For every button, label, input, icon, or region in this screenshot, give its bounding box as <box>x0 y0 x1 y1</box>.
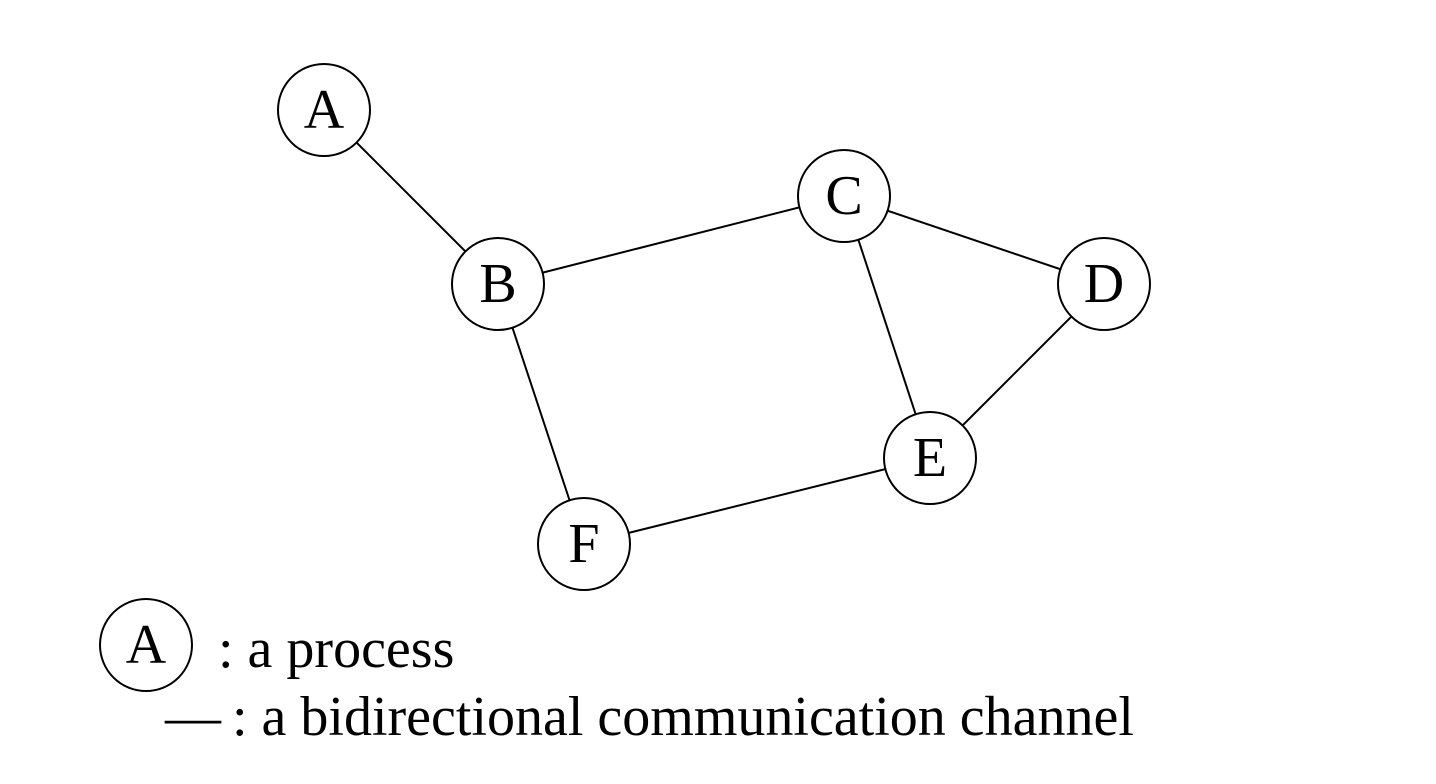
channel-edge-b-c <box>497 195 845 285</box>
process-node-label: A <box>304 79 345 141</box>
process-node-circle <box>451 237 545 331</box>
process-node-circle <box>537 497 631 591</box>
edges-layer <box>323 109 1105 545</box>
legend-process-text: : a process <box>218 618 454 680</box>
process-node-circle <box>277 63 371 157</box>
channel-edge-f-e <box>583 457 931 545</box>
nodes-layer: A B C D E F <box>277 63 1151 591</box>
process-node-label: B <box>479 253 516 315</box>
legend-channel-entry: — : a bidirectional communication channe… <box>164 686 1134 748</box>
process-node-c: C <box>797 149 891 243</box>
legend-process-circle <box>99 598 193 692</box>
legend: A : a process — : a bidirectional commun… <box>99 598 1134 748</box>
process-node-circle <box>1057 237 1151 331</box>
process-node-label: C <box>825 165 862 227</box>
process-node-f: F <box>537 497 631 591</box>
process-node-a: A <box>277 63 371 157</box>
process-node-label: F <box>568 513 599 575</box>
legend-channel-symbol: — <box>164 686 222 748</box>
legend-process-symbol-label: A <box>126 614 167 676</box>
legend-channel-text: : a bidirectional communication channel <box>232 686 1134 748</box>
process-node-e: E <box>883 411 977 505</box>
process-node-label: E <box>913 427 947 489</box>
process-node-circle <box>797 149 891 243</box>
legend-process-entry: A : a process <box>99 598 454 692</box>
process-node-d: D <box>1057 237 1151 331</box>
process-node-b: B <box>451 237 545 331</box>
process-node-label: D <box>1084 253 1124 315</box>
process-node-circle <box>883 411 977 505</box>
